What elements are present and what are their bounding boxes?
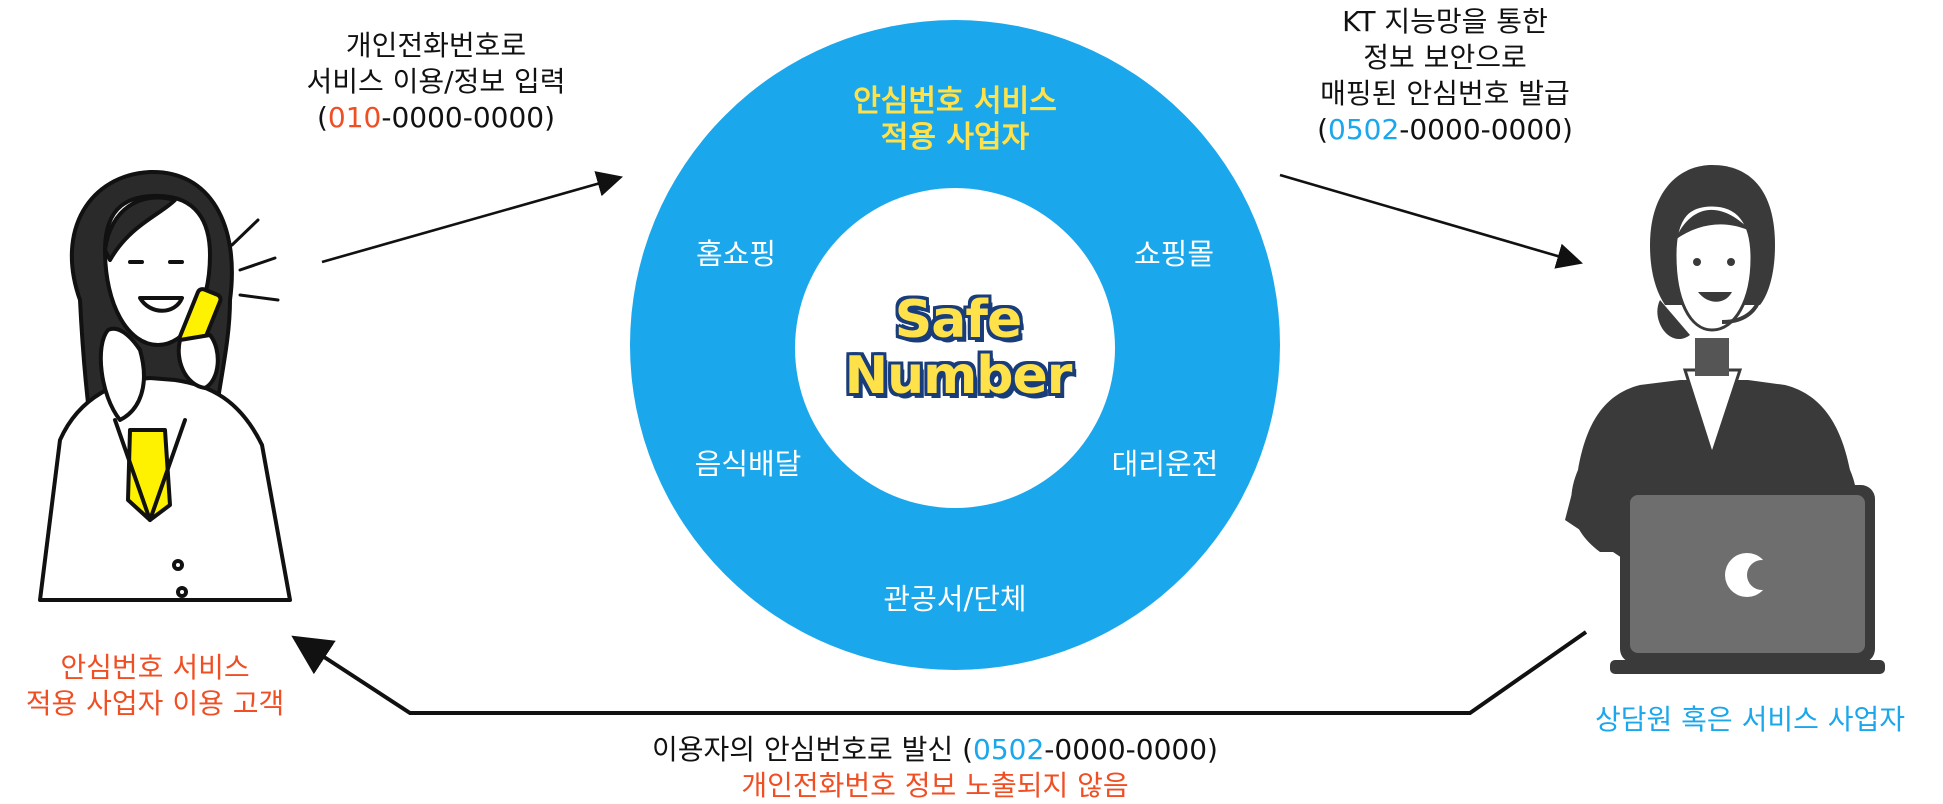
customer-label-line2: 적용 사업자 이용 고객 — [25, 687, 285, 720]
personal-number-prefix: 010 — [327, 101, 382, 134]
arrow-icon — [291, 630, 1588, 715]
ring-item-designated-driver: 대리운전 — [1111, 447, 1219, 481]
ring-title-line1: 안심번호 서비스 — [853, 84, 1057, 119]
customer-label: 안심번호 서비스 적용 사업자 이용 고객 — [10, 650, 300, 722]
safe-number-rest: -0000-0000 — [1399, 113, 1562, 146]
safe-number-rest: -0000-0000) — [1044, 733, 1218, 766]
agent-label-text: 상담원 혹은 서비스 사업자 — [1594, 703, 1906, 736]
step3-line1: 이용자의 안심번호로 발신 (0502-0000-0000) — [620, 732, 1250, 768]
ring-item-shoppingmall: 쇼핑몰 — [1133, 237, 1215, 271]
safe-number-logo: Safe Number — [844, 290, 1073, 406]
ring-center — [795, 188, 1115, 508]
step3-text: 이용자의 안심번호로 발신 ( — [652, 733, 974, 766]
personal-number-rest: -0000-0000 — [381, 101, 545, 134]
call-center-agent-icon — [1565, 165, 1885, 674]
logo-line2: Number — [844, 346, 1073, 406]
safe-number-prefix: 0502 — [1328, 113, 1400, 146]
step1-line2: 서비스 이용/정보 입력 — [306, 65, 566, 98]
step1-line1: 개인전화번호로 — [345, 29, 527, 62]
step3-label: 이용자의 안심번호로 발신 (0502-0000-0000) 개인전화번호 정보… — [620, 732, 1250, 804]
step1-label: 개인전화번호로 서비스 이용/정보 입력 (010-0000-0000) — [286, 28, 586, 136]
logo-line1: Safe — [894, 290, 1022, 350]
step1-number: (010-0000-0000) — [286, 100, 586, 136]
woman-phone-icon — [38, 169, 292, 602]
agent-label: 상담원 혹은 서비스 사업자 — [1570, 702, 1930, 738]
arrow-icon — [321, 171, 624, 264]
ring-item-homeshopping: 홈쇼핑 — [695, 237, 777, 271]
step2-number: (0502-0000-0000) — [1285, 112, 1605, 148]
ring-title-line2: 적용 사업자 — [880, 120, 1030, 155]
paren: ( — [1317, 113, 1328, 146]
safe-number-prefix: 0502 — [973, 733, 1045, 766]
step2-line2: 정보 보안으로 — [1363, 41, 1527, 74]
ring-item-public-office: 관공서/단체 — [883, 582, 1027, 616]
step2-line1: KT 지능망을 통한 — [1342, 5, 1548, 38]
paren: ) — [1562, 113, 1573, 146]
arrow-icon — [1279, 173, 1583, 269]
ring-item-food-delivery: 음식배달 — [694, 447, 802, 481]
step2-label: KT 지능망을 통한 정보 보안으로 매핑된 안심번호 발급 (0502-000… — [1285, 4, 1605, 148]
paren: ) — [544, 101, 556, 134]
ring-title: 안심번호 서비스 적용 사업자 — [853, 84, 1057, 156]
step2-line3: 매핑된 안심번호 발급 — [1320, 77, 1570, 110]
paren: ( — [316, 101, 328, 134]
customer-label-line1: 안심번호 서비스 — [60, 651, 250, 684]
step3-line2: 개인전화번호 정보 노출되지 않음 — [741, 769, 1129, 802]
